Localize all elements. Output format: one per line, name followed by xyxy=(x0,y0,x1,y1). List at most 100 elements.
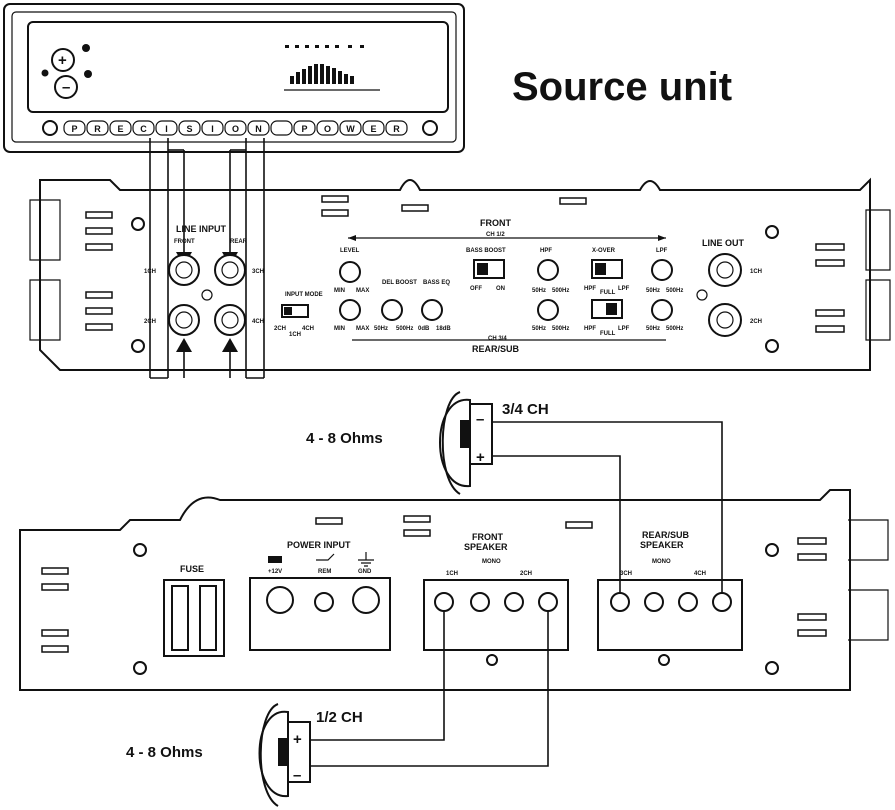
svg-text:W: W xyxy=(346,124,355,134)
svg-text:LPF: LPF xyxy=(618,286,630,292)
level-knob-front[interactable] xyxy=(339,261,361,283)
rca-cables xyxy=(149,138,265,379)
speaker-12ch-impedance: 4 - 8 Ohms xyxy=(126,744,203,761)
svg-text:E: E xyxy=(370,124,376,134)
svg-text:FULL: FULL xyxy=(600,331,616,337)
svg-text:50Hz: 50Hz xyxy=(646,326,660,332)
source-button-9[interactable] xyxy=(270,120,293,136)
lpf-knob-front[interactable] xyxy=(651,259,673,281)
svg-text:CH 1/2: CH 1/2 xyxy=(486,232,505,238)
rear-speaker-terminal-1[interactable] xyxy=(610,592,630,612)
svg-text:0dB: 0dB xyxy=(418,326,430,332)
rear-speaker-terminal-2[interactable] xyxy=(644,592,664,612)
volume-up-icon xyxy=(51,48,75,72)
front-speaker-terminal-1[interactable] xyxy=(434,592,454,612)
rca-jack-4ch[interactable] xyxy=(214,304,246,336)
source-button-5[interactable]: S xyxy=(178,120,201,136)
source-button-4[interactable]: I xyxy=(155,120,178,136)
svg-text:N: N xyxy=(255,124,262,134)
svg-text:MONO: MONO xyxy=(652,559,671,565)
svg-text:P: P xyxy=(71,124,77,134)
svg-text:FRONT: FRONT xyxy=(174,239,195,245)
svg-text:1CH: 1CH xyxy=(144,269,156,275)
svg-text:MIN: MIN xyxy=(334,288,345,294)
line-out-jack-2ch[interactable] xyxy=(708,303,742,337)
amplifier-input-panel: LINE INPUT FRONT REAR 1CH 2CH 3CH 4CH IN… xyxy=(29,177,891,371)
svg-text:MONO: MONO xyxy=(482,559,501,565)
svg-text:I: I xyxy=(211,124,214,134)
terminal-12v[interactable] xyxy=(266,586,294,614)
front-speaker-terminal-3[interactable] xyxy=(504,592,524,612)
svg-text:4CH: 4CH xyxy=(252,319,264,325)
terminal-rem[interactable] xyxy=(314,592,334,612)
svg-text:500Hz: 500Hz xyxy=(666,288,683,294)
source-button-13[interactable]: E xyxy=(362,120,385,136)
source-button-7[interactable]: O xyxy=(224,120,247,136)
front-speaker-label: FRONT xyxy=(472,532,503,542)
svg-text:500Hz: 500Hz xyxy=(396,326,413,332)
source-button-6[interactable]: I xyxy=(201,120,224,136)
svg-text:R: R xyxy=(94,124,101,134)
hpf-knob-front[interactable] xyxy=(537,259,559,281)
rca-jack-1ch[interactable] xyxy=(168,254,200,286)
svg-text:+: + xyxy=(293,731,302,748)
speaker-12ch-label: 1/2 CH xyxy=(316,709,363,726)
svg-text:18dB: 18dB xyxy=(436,326,451,332)
power-input-label: POWER INPUT xyxy=(287,540,351,550)
line-input-label: LINE INPUT xyxy=(176,224,227,234)
svg-text:BASS EQ: BASS EQ xyxy=(423,280,450,286)
level-knob-rear[interactable] xyxy=(339,299,361,321)
rca-jack-2ch[interactable] xyxy=(168,304,200,336)
svg-text:50Hz: 50Hz xyxy=(532,288,546,294)
front-speaker-terminal-2[interactable] xyxy=(470,592,490,612)
bass-eq-knob[interactable] xyxy=(421,299,443,321)
rear-speaker-terminal-3[interactable] xyxy=(678,592,698,612)
rear-speaker-terminal-4[interactable] xyxy=(712,592,732,612)
svg-text:ON: ON xyxy=(496,286,505,292)
svg-text:50Hz: 50Hz xyxy=(532,326,546,332)
fuse-1[interactable] xyxy=(171,585,189,651)
terminal-gnd[interactable] xyxy=(352,586,380,614)
svg-text:500Hz: 500Hz xyxy=(666,326,683,332)
del-boost-knob[interactable] xyxy=(381,299,403,321)
rear-sub-section-label: REAR/SUB xyxy=(472,344,520,354)
source-button-14[interactable]: R xyxy=(385,120,408,136)
speaker-34ch: – + xyxy=(439,391,493,495)
fuse-2[interactable] xyxy=(199,585,217,651)
svg-text:HPF: HPF xyxy=(540,248,552,254)
svg-text:+12V: +12V xyxy=(268,569,282,575)
svg-text:GND: GND xyxy=(358,569,372,575)
source-button-10[interactable]: P xyxy=(293,120,316,136)
source-button-12[interactable]: W xyxy=(339,120,362,136)
svg-text:HPF: HPF xyxy=(584,286,596,292)
line-out-jack-1ch[interactable] xyxy=(708,253,742,287)
front-section-label: FRONT xyxy=(480,218,511,228)
svg-text:S: S xyxy=(186,124,192,134)
svg-text:MIN: MIN xyxy=(334,326,345,332)
rca-jack-3ch[interactable] xyxy=(214,254,246,286)
svg-text:3CH: 3CH xyxy=(620,571,632,577)
svg-text:1CH: 1CH xyxy=(446,571,458,577)
source-button-8[interactable]: N xyxy=(247,120,270,136)
speaker-34ch-impedance: 4 - 8 Ohms xyxy=(306,430,383,447)
svg-text:P: P xyxy=(301,124,307,134)
source-button-1[interactable]: R xyxy=(86,120,109,136)
svg-text:2CH: 2CH xyxy=(520,571,532,577)
source-button-11[interactable]: O xyxy=(316,120,339,136)
hpf-knob-rear[interactable] xyxy=(537,299,559,321)
svg-text:MAX: MAX xyxy=(356,288,369,294)
lpf-knob-rear[interactable] xyxy=(651,299,673,321)
svg-text:REM: REM xyxy=(318,569,331,575)
svg-text:500Hz: 500Hz xyxy=(552,288,569,294)
source-button-3[interactable]: C xyxy=(132,120,155,136)
volume-down-icon xyxy=(54,75,78,99)
front-speaker-terminal-4[interactable] xyxy=(538,592,558,612)
input-mode-label: INPUT MODE xyxy=(285,292,323,298)
svg-text:50Hz: 50Hz xyxy=(646,288,660,294)
source-button-2[interactable]: E xyxy=(109,120,132,136)
svg-text:BASS BOOST: BASS BOOST xyxy=(466,248,506,254)
title: Source unit xyxy=(512,65,732,109)
source-button-0[interactable]: P xyxy=(63,120,86,136)
